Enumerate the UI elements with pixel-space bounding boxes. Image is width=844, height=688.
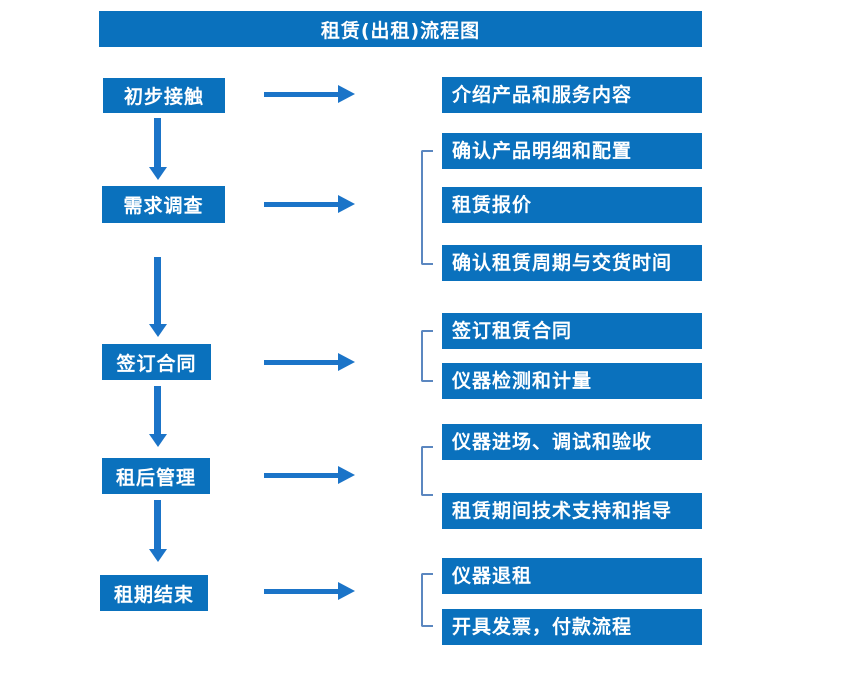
down-arrow-head <box>149 549 167 562</box>
detail-box-confirm-period: 确认租赁周期与交货时间 <box>442 245 702 281</box>
group-bracket <box>421 330 433 382</box>
step-box-sign-contract: 签订合同 <box>102 344 211 380</box>
flowchart-title: 租赁(出租)流程图 <box>99 11 702 47</box>
detail-box-instrument-return: 仪器退租 <box>442 558 702 594</box>
right-arrow-head <box>338 195 355 213</box>
down-arrow-icon <box>147 257 169 337</box>
down-arrow-icon <box>147 386 169 447</box>
right-arrow-shaft <box>264 202 338 207</box>
down-arrow-shaft <box>154 500 161 549</box>
detail-box-rental-quote: 租赁报价 <box>442 187 702 223</box>
down-arrow-icon <box>147 118 169 180</box>
down-arrow-head <box>149 167 167 180</box>
detail-box-sign-rental-contract: 签订租赁合同 <box>442 313 702 349</box>
detail-box-invoice-payment: 开具发票，付款流程 <box>442 609 702 645</box>
down-arrow-shaft <box>154 257 161 324</box>
group-bracket <box>421 150 433 265</box>
step-box-rental-end: 租期结束 <box>100 575 208 611</box>
step-box-demand-survey: 需求调查 <box>102 186 225 223</box>
right-arrow-head <box>338 85 355 103</box>
detail-box-intro-products: 介绍产品和服务内容 <box>442 77 702 113</box>
detail-box-instrument-arrival: 仪器进场、调试和验收 <box>442 424 702 460</box>
right-arrow-icon <box>264 582 355 600</box>
right-arrow-shaft <box>264 589 338 594</box>
right-arrow-head <box>338 353 355 371</box>
detail-box-instrument-testing: 仪器检测和计量 <box>442 363 702 399</box>
down-arrow-head <box>149 324 167 337</box>
detail-box-confirm-config: 确认产品明细和配置 <box>442 133 702 169</box>
group-bracket <box>421 573 433 627</box>
right-arrow-shaft <box>264 360 338 365</box>
right-arrow-shaft <box>264 92 338 97</box>
right-arrow-icon <box>264 466 355 484</box>
down-arrow-icon <box>147 500 169 562</box>
down-arrow-shaft <box>154 386 161 434</box>
right-arrow-shaft <box>264 473 338 478</box>
right-arrow-head <box>338 582 355 600</box>
right-arrow-head <box>338 466 355 484</box>
group-bracket <box>421 446 433 496</box>
down-arrow-head <box>149 434 167 447</box>
right-arrow-icon <box>264 353 355 371</box>
detail-box-tech-support: 租赁期间技术支持和指导 <box>442 493 702 529</box>
step-box-post-rental: 租后管理 <box>102 458 210 494</box>
step-box-initial-contact: 初步接触 <box>103 78 225 113</box>
right-arrow-icon <box>264 85 355 103</box>
right-arrow-icon <box>264 195 355 213</box>
down-arrow-shaft <box>154 118 161 167</box>
